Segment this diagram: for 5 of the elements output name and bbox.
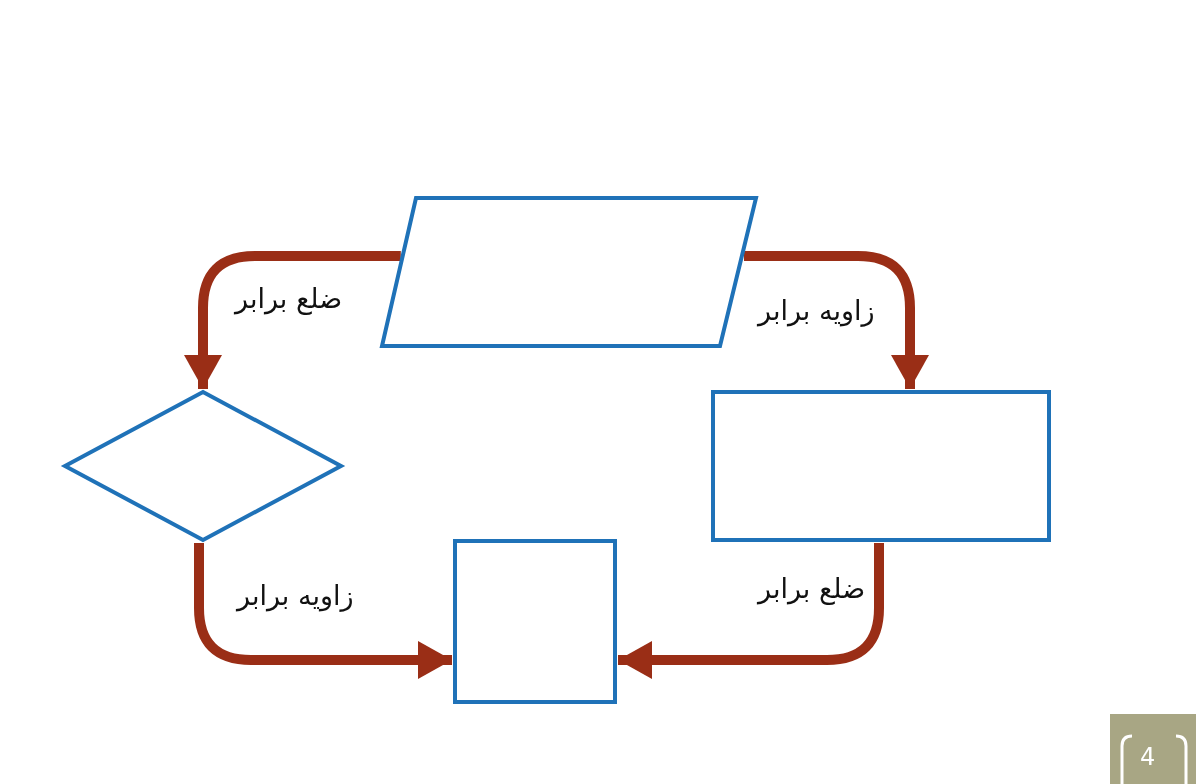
- curved-arrow: [618, 543, 884, 679]
- curved-arrow: [184, 251, 401, 389]
- page-number: 4: [1140, 745, 1156, 769]
- curved-arrow: [744, 251, 929, 389]
- curved-arrow: [194, 543, 452, 679]
